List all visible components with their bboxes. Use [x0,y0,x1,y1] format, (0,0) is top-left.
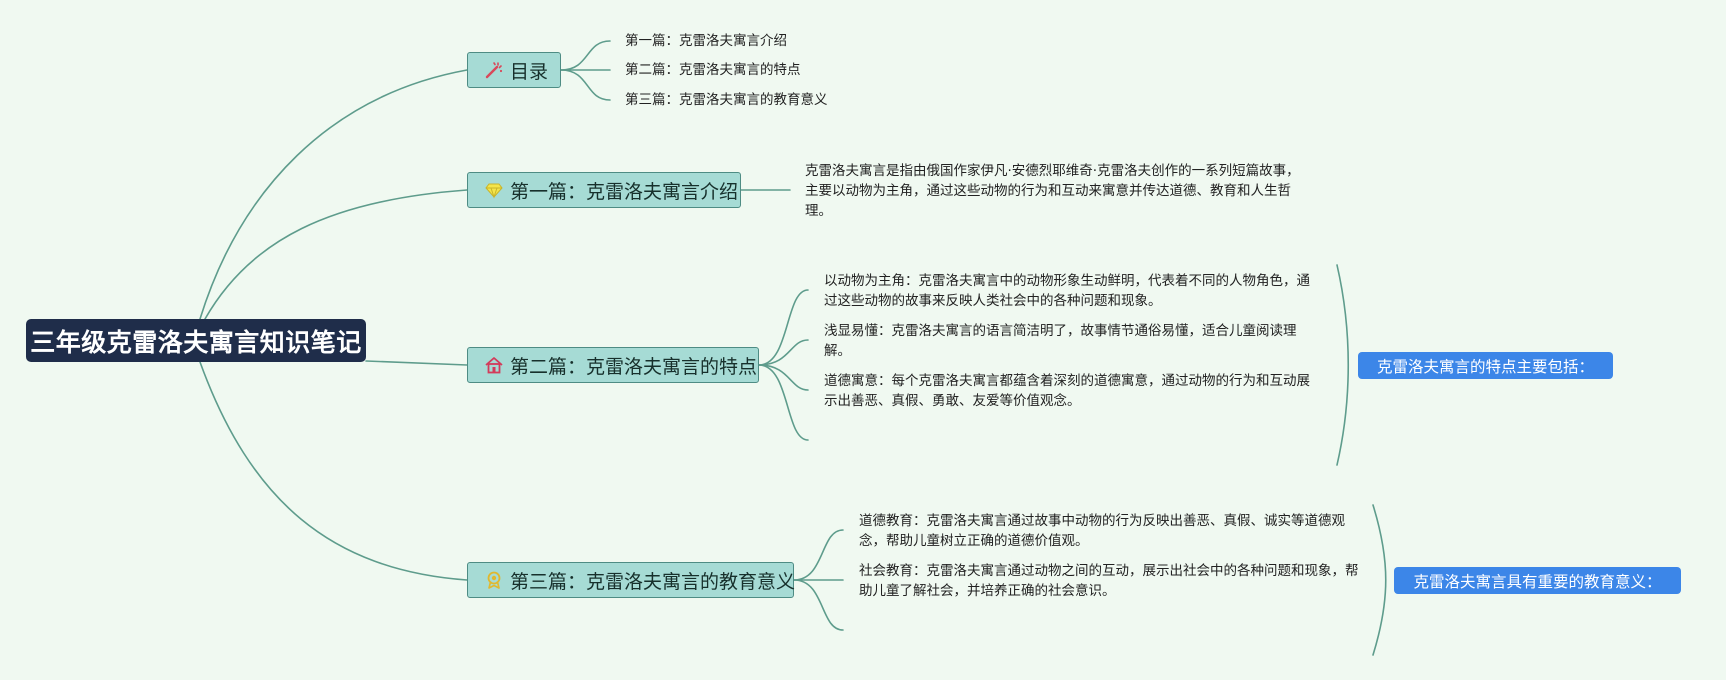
branch-part2[interactable]: 第二篇：克雷洛夫寓言的特点 [467,347,759,383]
branch-toc[interactable]: 目录 [467,52,561,88]
award-icon [484,570,504,590]
branch-toc-label: 目录 [510,60,549,83]
gem-icon [484,180,504,200]
connector-part2-item-4 [758,364,809,441]
part3-item[interactable]: 道德教育：克雷洛夫寓言通过故事中动物的行为反映出善恶、真假、诚实等道德观念，帮助… [859,513,1345,549]
part2-item[interactable]: 以动物为主角：克雷洛夫寓言中的动物形象生动鲜明，代表着不同的人物角色，通过这些动… [824,273,1310,309]
toc-item[interactable]: 第一篇：克雷洛夫寓言介绍 [625,33,787,49]
summary-bracket-part2 [1336,264,1349,466]
part2-item[interactable]: 浅显易懂：克雷洛夫寓言的语言简洁明了，故事情节通俗易懂，适合儿童阅读理解。 [824,323,1297,359]
root-topic[interactable]: 三年级克雷洛夫寓言知识笔记 [26,319,366,362]
part2-item[interactable]: 道德寓意：每个克雷洛夫寓言都蕴含着深刻的道德寓意，通过动物的行为和互动展示出善恶… [824,373,1310,409]
connector-part2-item-1 [758,289,809,366]
summary-part2[interactable]: 克雷洛夫寓言的特点主要包括： [1358,352,1613,379]
summary-part3[interactable]: 克雷洛夫寓言具有重要的教育意义： [1394,567,1681,594]
connector-part2-item-3 [758,364,809,391]
connector-part3-item-3 [793,579,844,631]
branch-part3[interactable]: 第三篇：克雷洛夫寓言的教育意义 [467,562,796,598]
branch-part2-label: 第二篇：克雷洛夫寓言的特点 [510,355,758,378]
connector-root-part2 [365,360,468,366]
connector-root-toc [199,69,468,320]
connector-part3-item-1 [793,529,844,581]
part3-item[interactable]: 社会教育：克雷洛夫寓言通过动物之间的互动，展示出社会中的各种问题和现象，帮助儿童… [859,563,1359,599]
house-icon [484,355,504,375]
magic-wand-icon [484,60,504,80]
toc-item[interactable]: 第二篇：克雷洛夫寓言的特点 [625,62,801,78]
connector-toc-item-1 [560,40,611,71]
connector-root-part1 [204,189,468,320]
branch-part1[interactable]: 第一篇：克雷洛夫寓言介绍 [467,172,741,208]
connector-part2-item-2 [758,339,809,366]
connector-root-part3 [199,361,468,581]
branch-part3-label: 第三篇：克雷洛夫寓言的教育意义 [510,570,796,593]
toc-item[interactable]: 第三篇：克雷洛夫寓言的教育意义 [625,92,828,108]
connector-toc-item-3 [560,69,611,101]
summary-bracket-part3 [1372,504,1387,656]
part1-description[interactable]: 克雷洛夫寓言是指由俄国作家伊凡·安德烈耶维奇·克雷洛夫创作的一系列短篇故事，主要… [805,163,1300,219]
branch-part1-label: 第一篇：克雷洛夫寓言介绍 [510,180,739,203]
